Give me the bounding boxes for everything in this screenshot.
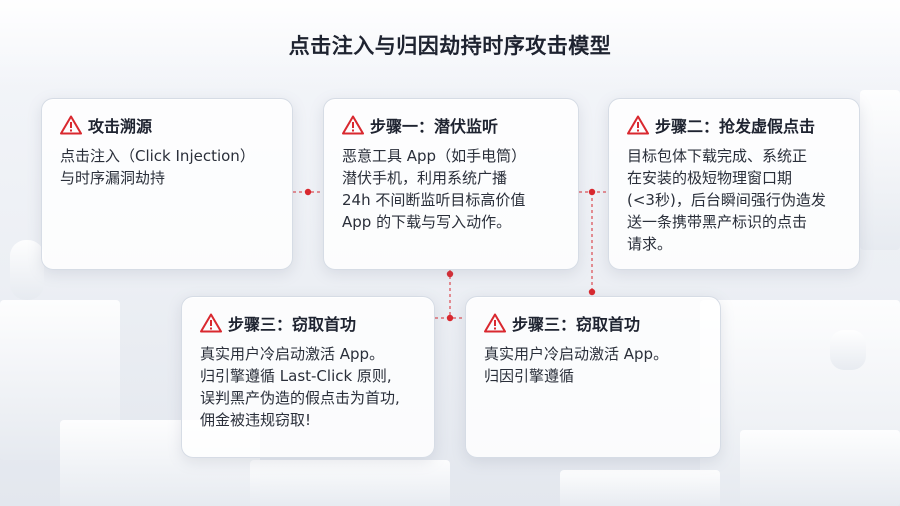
- warning-triangle-icon: [484, 313, 506, 333]
- card-line: 佣金被违规窃取!: [200, 411, 312, 429]
- card-body: 目标包体下载完成、系统正 在安装的极短物理窗口期 (<3秒)，后台瞬间强行伪造发…: [627, 145, 841, 255]
- card-step2-fake-click: 步骤二：抢发虚假点击 目标包体下载完成、系统正 在安装的极短物理窗口期 (<3秒…: [608, 98, 860, 270]
- card-title: 攻击溯源: [88, 117, 153, 136]
- page-title: 点击注入与归因劫持时序攻击模型: [288, 34, 612, 58]
- card-line: 请求。: [627, 235, 673, 253]
- card-line: App 的下载与写入动作。: [342, 213, 512, 231]
- card-title: 步骤三：窃取首功: [512, 315, 641, 334]
- card-body: 点击注入（Click Injection） 与时序漏洞劫持: [60, 145, 274, 189]
- card-line: 潜伏手机，利用系统广播: [342, 169, 508, 187]
- card-line: 真实用户冷启动激活 App。: [200, 345, 385, 363]
- card-body: 真实用户冷启动激活 App。 归因引擎遵循: [484, 343, 702, 387]
- card-line: 与时序漏洞劫持: [60, 169, 166, 187]
- card-line: 送一条携带黑产标识的点击: [627, 213, 808, 231]
- card-line: 归因引擎遵循: [484, 367, 575, 385]
- card-line: 归引擎遵循 Last-Click 原则,: [200, 367, 392, 385]
- card-title: 步骤一：潜伏监听: [370, 117, 499, 136]
- warning-triangle-icon: [200, 313, 222, 333]
- warning-triangle-icon: [627, 115, 649, 135]
- card-line: 点击注入（Click Injection）: [60, 147, 255, 165]
- card-title: 步骤三：窃取首功: [228, 315, 357, 334]
- card-body: 真实用户冷启动激活 App。 归引擎遵循 Last-Click 原则, 误判黑产…: [200, 343, 416, 431]
- card-step3-steal-credit-right: 步骤三：窃取首功 真实用户冷启动激活 App。 归因引擎遵循: [465, 296, 721, 458]
- card-line: 在安装的极短物理窗口期: [627, 169, 793, 187]
- warning-triangle-icon: [60, 115, 82, 135]
- card-line: 误判黑产伪造的假点击为首功,: [200, 389, 400, 407]
- card-title: 步骤二：抢发虚假点击: [655, 117, 816, 136]
- card-step3-steal-credit-left: 步骤三：窃取首功 真实用户冷启动激活 App。 归引擎遵循 Last-Click…: [181, 296, 435, 458]
- card-line: 24h 不间断监听目标高价值: [342, 191, 526, 209]
- warning-triangle-icon: [342, 115, 364, 135]
- card-step1-lurk-monitor: 步骤一：潜伏监听 恶意工具 App（如手电筒） 潜伏手机，利用系统广播 24h …: [323, 98, 579, 270]
- card-attack-trace: 攻击溯源 点击注入（Click Injection） 与时序漏洞劫持: [41, 98, 293, 270]
- card-line: 目标包体下载完成、系统正: [627, 147, 808, 165]
- card-line: 真实用户冷启动激活 App。: [484, 345, 669, 363]
- card-line: (<3秒)，后台瞬间强行伪造发: [627, 191, 826, 209]
- card-line: 恶意工具 App（如手电筒）: [342, 147, 527, 165]
- card-body: 恶意工具 App（如手电筒） 潜伏手机，利用系统广播 24h 不间断监听目标高价…: [342, 145, 560, 233]
